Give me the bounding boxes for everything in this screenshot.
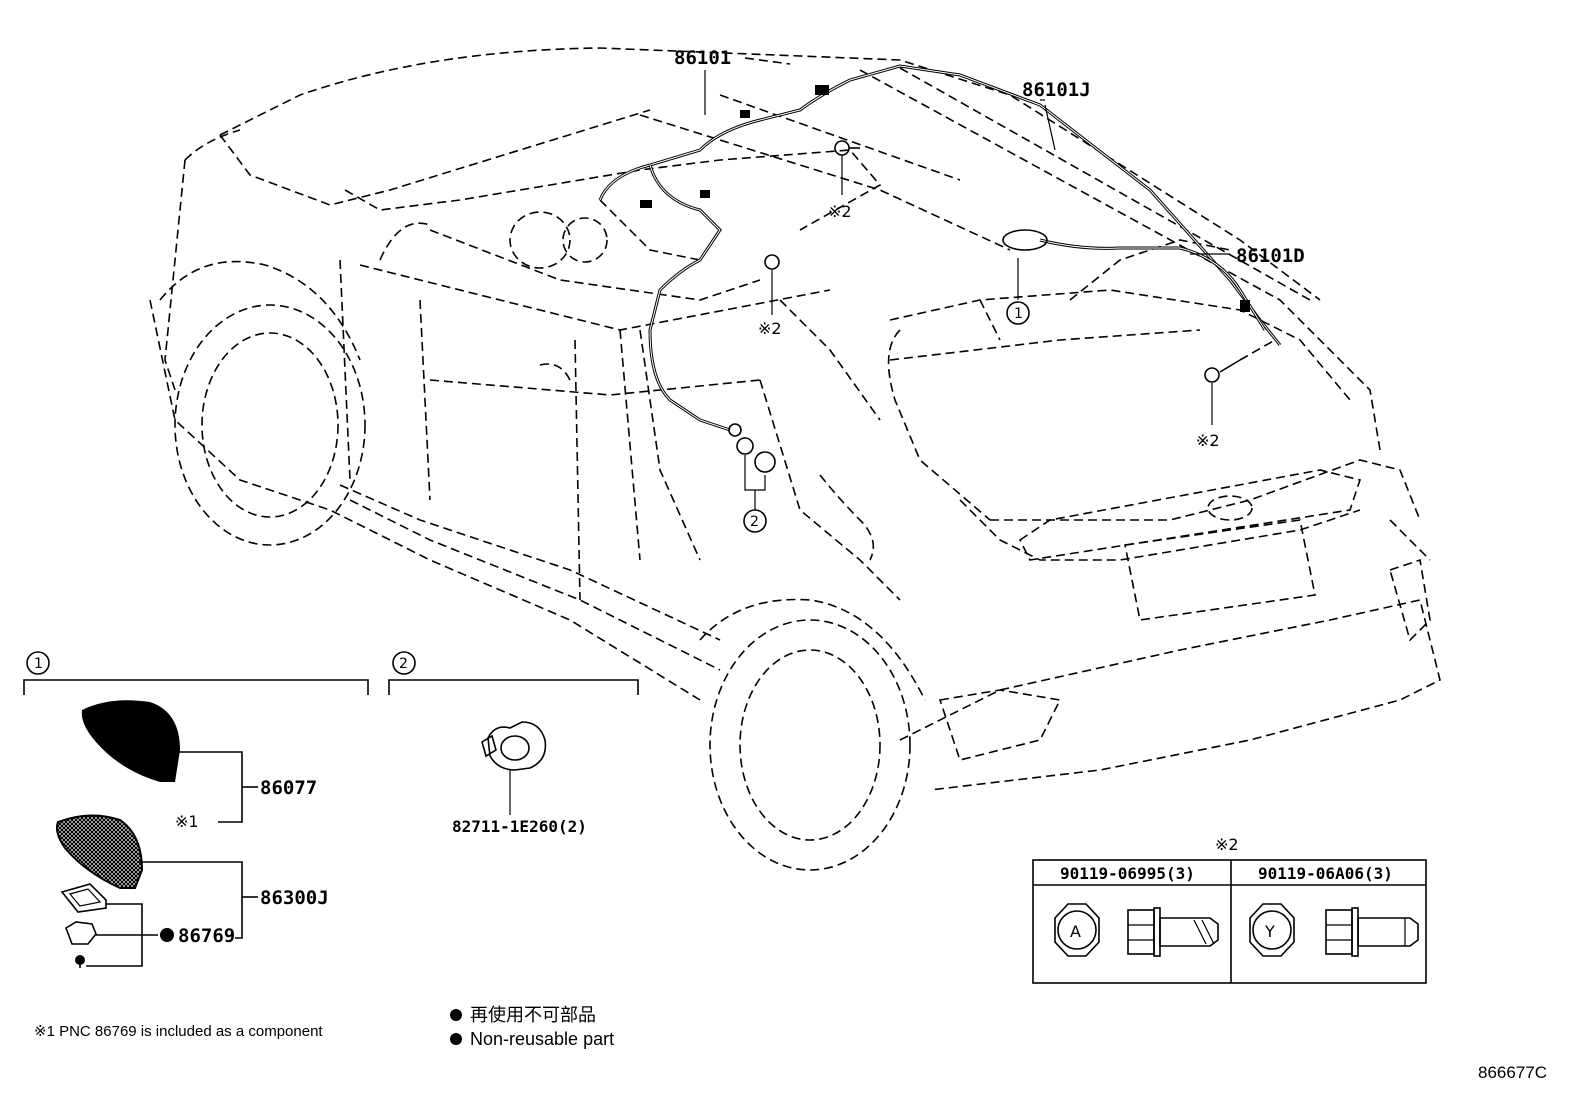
diagram-code: 866677C [1478, 1063, 1547, 1082]
callout-86101J: 86101J [1022, 79, 1091, 101]
detail-1-section: 1 [23, 651, 369, 968]
ref2-marker-pillar: ※2 [758, 319, 782, 338]
legend-jp: 再使用不可部品 [470, 1005, 596, 1025]
ref2-marker-roof: ※2 [828, 202, 852, 221]
callout-86077: 86077 [260, 777, 317, 799]
screw [75, 955, 85, 968]
bolt-y-head [1249, 903, 1295, 957]
legend-en: Non-reusable part [470, 1029, 614, 1049]
nut-86769 [65, 921, 97, 945]
callout-86101D: 86101D [1236, 245, 1305, 267]
bolt-a-part-number: 90119-06995(3) [1060, 864, 1195, 883]
ref1-marker: ※1 [175, 812, 199, 831]
callout-86300J: 86300J [260, 887, 329, 909]
ref2-marker-tailgate: ※2 [1196, 431, 1220, 450]
clip-82711-on-car [736, 437, 776, 510]
detail-2-section: 2 [388, 651, 639, 815]
bolt-a-letter: A [1070, 922, 1081, 941]
bolt-y-side [1325, 907, 1419, 957]
bolt-pillar [764, 254, 780, 315]
circle-2-on-car: 2 [743, 509, 767, 533]
bolt-tailgate [1204, 339, 1276, 425]
vehicle-outline [149, 47, 1441, 871]
callout-86101: 86101 [674, 47, 731, 69]
svg-text:1: 1 [1014, 306, 1023, 322]
callout-leaders [704, 57, 1230, 300]
svg-text:2: 2 [750, 514, 759, 530]
callout-82711: 82711-1E260(2) [452, 817, 587, 836]
antenna-base-86300J [55, 814, 144, 889]
non-reusable-dot [160, 928, 174, 942]
callout-86769: 86769 [178, 925, 235, 947]
wire-harness-86101 [598, 64, 1282, 437]
svg-text:1: 1 [34, 656, 43, 672]
bolt-a-side [1127, 907, 1219, 957]
bolt-roof [834, 140, 860, 195]
bolt-y-letter: Y [1264, 922, 1275, 941]
bolt-table: ※2 A Y [1032, 835, 1427, 984]
gasket [60, 883, 107, 913]
legend-dot-en [450, 1033, 462, 1045]
svg-text:2: 2 [399, 656, 408, 672]
wire-harness-86101D [1002, 229, 1267, 331]
circle-1-on-car: 1 [1006, 301, 1030, 325]
bolt-a-head [1054, 903, 1100, 957]
bolt-table-ref: ※2 [1215, 835, 1239, 854]
legend-dot-jp [450, 1009, 462, 1021]
clip-82711 [481, 721, 547, 815]
footnote-ref1: ※1 PNC 86769 is included as a component [34, 1023, 323, 1040]
antenna-cover-86077 [81, 700, 180, 782]
bolt-y-part-number: 90119-06A06(3) [1258, 864, 1393, 883]
